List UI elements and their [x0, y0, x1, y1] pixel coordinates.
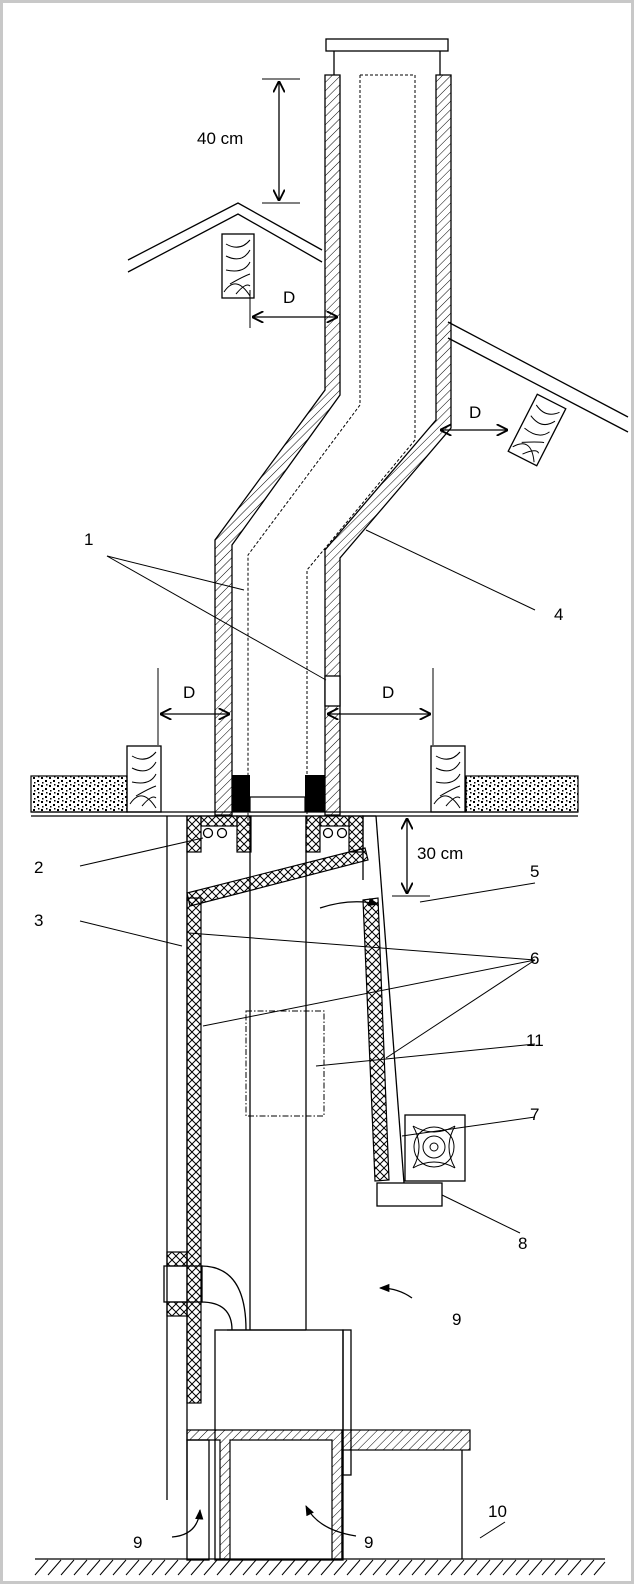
dimension-d-roof-left: D	[249, 288, 337, 328]
chimney-seal	[232, 775, 325, 813]
stove-base	[186, 1429, 471, 1561]
roof	[127, 202, 629, 433]
airflow-arrow-icon	[378, 1283, 413, 1299]
callout-labels: 1 2 3 4 5 6 11 7 8 9 9 9 10	[34, 530, 563, 1552]
hood-insulation	[186, 815, 405, 1404]
dimension-d-ceiling-right: D	[328, 668, 434, 745]
dimension-label-d: D	[283, 288, 295, 307]
callout-6: 6	[530, 949, 539, 968]
wood-beam-icon	[430, 745, 466, 813]
ceiling-beam-left	[126, 745, 162, 813]
callout-9-base: 9	[364, 1533, 373, 1552]
callout-8: 8	[518, 1234, 527, 1253]
airflow-arrow-icon	[319, 897, 380, 909]
wood-beam-icon	[221, 233, 255, 299]
dimension-label-30cm: 30 cm	[417, 844, 463, 863]
ceiling-beam-right	[430, 745, 466, 813]
room-wall-left	[166, 816, 188, 1500]
optional-heat-exchanger	[245, 1010, 325, 1117]
dimension-d-ceiling-left: D	[157, 668, 229, 745]
stove-flue-pipe	[249, 816, 307, 1331]
dimension-30cm: 30 cm	[392, 819, 463, 897]
callout-2: 2	[34, 858, 43, 877]
flue-liner	[247, 74, 416, 828]
combustion-air-duct	[163, 1251, 250, 1331]
dimension-d-roof-right: D	[441, 403, 507, 430]
airflow-arrow-icon	[305, 1505, 357, 1537]
callout-11: 11	[526, 1031, 544, 1050]
grille-icon	[404, 1114, 466, 1182]
floor	[34, 1558, 606, 1576]
callout-5: 5	[530, 862, 539, 881]
dimension-label-40cm: 40 cm	[197, 129, 243, 148]
hood-support	[376, 1182, 443, 1207]
dimension-40cm: 40 cm	[197, 78, 300, 204]
roof-beam-left	[221, 233, 255, 299]
callout-9-left: 9	[133, 1533, 142, 1552]
dimension-label-d: D	[469, 403, 481, 422]
wood-beam-icon	[126, 745, 162, 813]
callout-9-stove: 9	[452, 1310, 461, 1329]
airflow-arrows	[171, 897, 413, 1538]
leader-lines	[79, 529, 536, 1539]
callout-1: 1	[84, 530, 93, 549]
dimension-label-d: D	[382, 683, 394, 702]
roof-beam-right	[507, 393, 567, 467]
callout-3: 3	[34, 911, 43, 930]
chimney-cap	[325, 38, 449, 75]
callout-4: 4	[554, 605, 563, 624]
wood-beam-icon	[507, 393, 567, 467]
chimney-outer-wall	[214, 74, 452, 816]
deflector-plate	[186, 847, 369, 907]
stove	[214, 1329, 352, 1561]
airflow-arrow-icon	[171, 1508, 204, 1538]
dimension-label-d: D	[183, 683, 195, 702]
air-grille	[404, 1114, 466, 1182]
inspection-hatch	[324, 675, 341, 707]
callout-10: 10	[488, 1502, 507, 1521]
callout-7: 7	[530, 1105, 539, 1124]
